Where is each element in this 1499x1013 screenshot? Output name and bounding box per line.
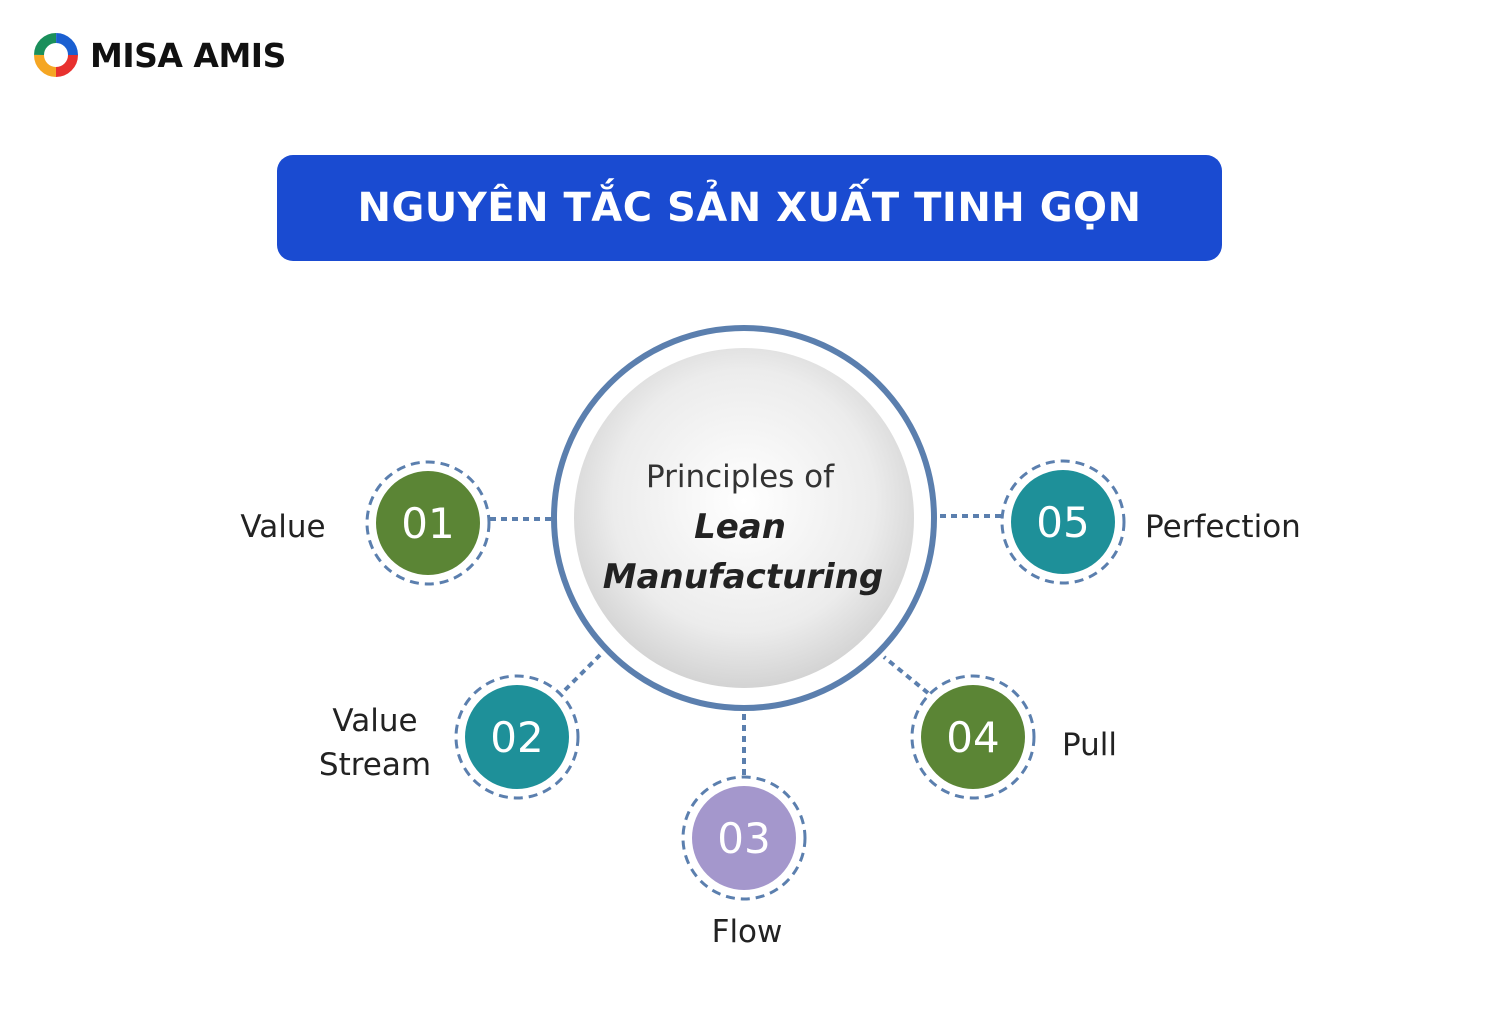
principle-node-01: 01 Value	[240, 460, 491, 586]
node-label: Perfection	[1145, 509, 1301, 545]
brand-logo: MISA AMIS	[32, 30, 286, 80]
node-number: 03	[717, 814, 770, 863]
node-number: 04	[946, 713, 999, 762]
center-hub: Principles of Lean Manufacturing	[551, 325, 937, 711]
node-label: Value	[240, 509, 325, 545]
node-number: 01	[401, 499, 454, 548]
node-number: 02	[490, 713, 543, 762]
misa-amis-ring-logo-icon	[34, 33, 78, 77]
banner-title: NGUYÊN TẮC SẢN XUẤT TINH GỌN	[357, 185, 1142, 231]
node-dashed-ring	[454, 674, 580, 800]
brand-name: MISA AMIS	[90, 35, 286, 75]
node-dashed-ring	[910, 674, 1036, 800]
node-label: Flow	[712, 914, 783, 950]
connector-02	[563, 653, 602, 692]
node-disc	[692, 786, 796, 890]
node-dashed-ring	[681, 775, 807, 901]
center-inner-disc	[574, 348, 914, 688]
node-dashed-ring	[1000, 459, 1126, 585]
node-label: Stream	[319, 747, 431, 783]
connector-lines	[490, 514, 1001, 775]
principle-node-05: 05 Perfection	[1000, 459, 1301, 585]
node-disc	[465, 685, 569, 789]
node-label: Pull	[1062, 727, 1117, 763]
principle-node-04: 04 Pull	[910, 674, 1117, 800]
node-dashed-ring	[365, 460, 491, 586]
node-label: Value	[332, 703, 417, 739]
center-line-3: Manufacturing	[603, 557, 884, 597]
title-banner: NGUYÊN TẮC SẢN XUẤT TINH GỌN	[277, 155, 1222, 261]
center-line-1: Principles of	[646, 459, 835, 495]
node-disc	[1011, 470, 1115, 574]
node-disc	[376, 471, 480, 575]
node-number: 05	[1036, 498, 1089, 547]
connector-04	[882, 655, 930, 695]
node-disc	[921, 685, 1025, 789]
center-line-2: Lean	[694, 507, 786, 547]
